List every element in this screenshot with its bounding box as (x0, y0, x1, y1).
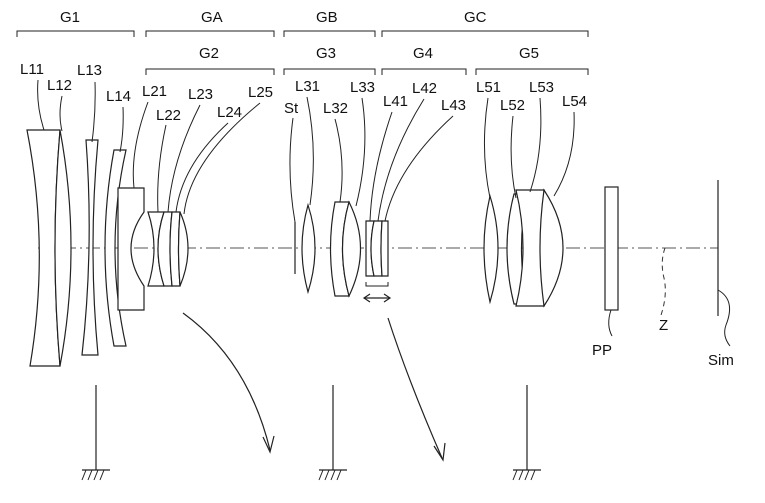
lens-l13 (81, 139, 99, 356)
lens-l51 (483, 193, 499, 305)
label-l51: L51 (476, 79, 501, 96)
label-l14: L14 (106, 88, 131, 105)
trajectory-g2-arrowhead (262, 435, 275, 454)
label-l25: L25 (248, 84, 273, 101)
label-l53: L53 (529, 79, 554, 96)
leader-l43 (384, 115, 454, 222)
leader-pp (608, 309, 613, 337)
label-l13: L13 (77, 62, 102, 79)
trajectory-g4 (387, 317, 443, 459)
leader-l12 (59, 95, 63, 132)
lens-l42 (370, 220, 383, 277)
leader-sim (717, 289, 731, 347)
bracket-g2 (145, 68, 275, 75)
lens-l53 (515, 189, 545, 307)
bracket-gb (283, 30, 376, 37)
group-label-g1: G1 (60, 9, 80, 26)
ground-g1 (81, 385, 110, 481)
leader-l25 (183, 102, 261, 215)
label-pp: PP (592, 342, 612, 359)
leader-l41 (369, 111, 393, 222)
label-sim: Sim (708, 352, 734, 369)
lens-l31 (301, 202, 316, 295)
label-l24: L24 (217, 104, 242, 121)
label-l32: L32 (323, 100, 348, 117)
leader-l22 (157, 124, 167, 213)
group-label-g3: G3 (316, 45, 336, 62)
label-l54: L54 (562, 93, 587, 110)
leader-l31 (306, 96, 314, 206)
leader-l42 (377, 98, 425, 222)
lens-l21 (117, 187, 145, 311)
lens-l12 (54, 129, 72, 367)
lens-l25 (177, 211, 189, 287)
bracket-g4 (381, 68, 467, 75)
z-dashed-leader (659, 247, 666, 319)
leader-l21 (132, 101, 149, 189)
label-l11: L11 (20, 61, 44, 78)
leader-l24 (175, 122, 229, 213)
label-l23: L23 (188, 86, 213, 103)
leader-l13 (91, 81, 96, 143)
group-label-ga: GA (201, 9, 223, 26)
bracket-gc (381, 30, 589, 37)
leader-l51 (483, 97, 491, 199)
trajectory-g2 (182, 312, 271, 451)
lens-l54 (539, 188, 564, 308)
leader-l54 (553, 111, 575, 197)
group-label-g2: G2 (199, 45, 219, 62)
leader-l33 (355, 97, 366, 207)
bracket-g1 (16, 30, 135, 37)
group-label-g4: G4 (413, 45, 433, 62)
ground-g3 (318, 385, 347, 481)
lens-l14 (104, 149, 127, 347)
leader-l14 (119, 106, 124, 153)
leader-l23 (167, 104, 201, 213)
ground-g5 (512, 385, 541, 481)
label-l52: L52 (500, 97, 525, 114)
leader-l32 (334, 118, 343, 203)
label-l21: L21 (142, 83, 167, 100)
lens-l33 (341, 200, 362, 298)
label-l41: L41 (383, 93, 408, 110)
label-l31: L31 (295, 78, 320, 95)
label-l22: L22 (156, 107, 181, 124)
bracket-g5 (475, 68, 589, 75)
parallel-plate (604, 186, 619, 311)
label-l43: L43 (441, 97, 466, 114)
label-stop: St (284, 100, 299, 117)
focus-bracket (365, 282, 389, 287)
leader-stop (289, 117, 296, 223)
group-label-gc: GC (464, 9, 487, 26)
lens-l43 (380, 220, 389, 277)
focus-arrowheads (362, 293, 392, 303)
leader-l52 (510, 115, 517, 199)
bracket-g3 (283, 68, 376, 75)
leader-l53 (529, 97, 542, 193)
label-z: Z (659, 317, 668, 334)
label-l33: L33 (350, 79, 375, 96)
label-l12: L12 (47, 77, 72, 94)
group-label-g5: G5 (519, 45, 539, 62)
bracket-ga (145, 30, 275, 37)
leader-l11 (37, 79, 45, 131)
trajectory-g4-arrowhead (433, 442, 446, 462)
group-label-gb: GB (316, 9, 338, 26)
label-l42: L42 (412, 80, 437, 97)
